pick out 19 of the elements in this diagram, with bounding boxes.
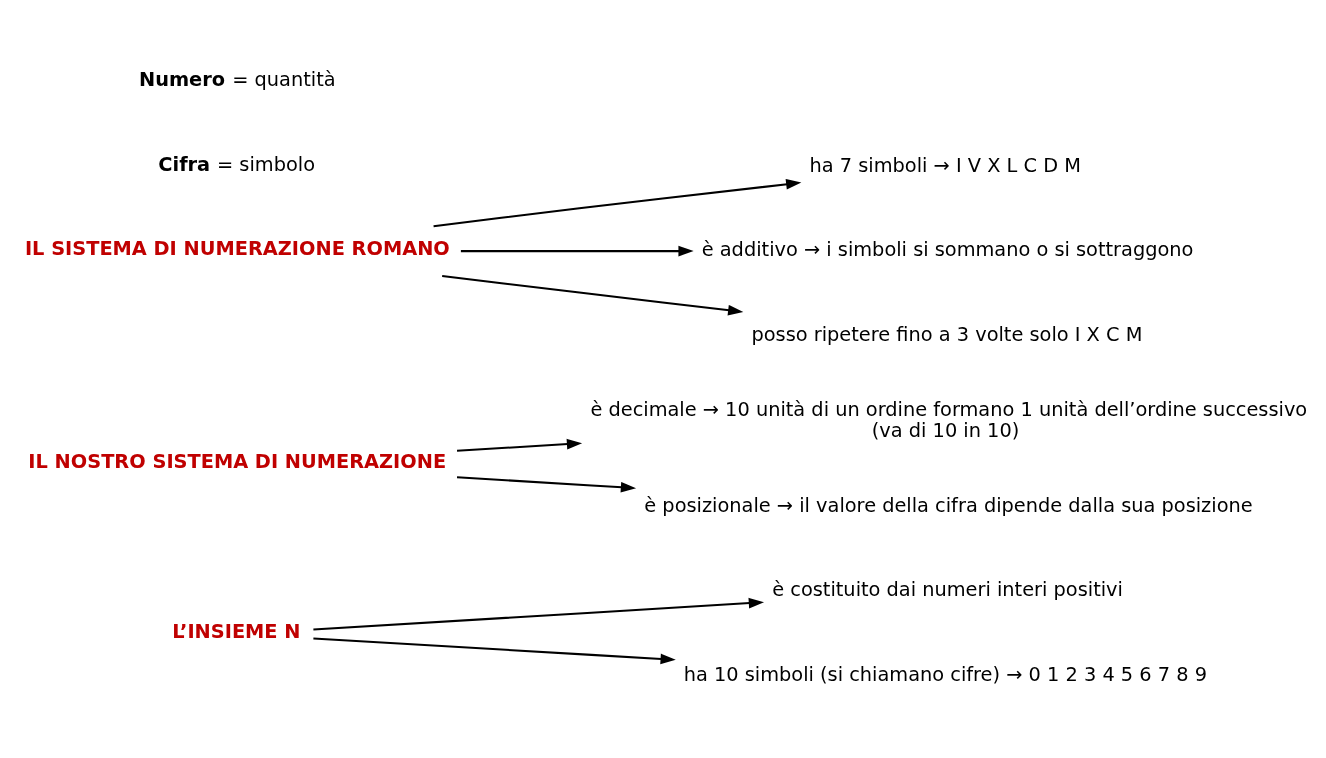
arrow — [433, 179, 802, 228]
node-text: è decimale → 10 unità di un ordine formano 1 unità dell’ordine successivo (va di 10 in 10) — [590, 397, 1308, 442]
node-text: ha 7 simboli → I V X L C D M — [809, 153, 1081, 177]
node-text: IL SISTEMA DI NUMERAZIONE ROMANO — [24, 236, 450, 260]
label: Numero = quantità — [138, 68, 336, 92]
arrow — [442, 275, 744, 316]
arrow — [313, 637, 676, 665]
label: Cifra = simbolo — [158, 152, 315, 176]
arrow — [460, 245, 694, 257]
node-text: è costituito dai numeri interi positivi — [772, 578, 1123, 602]
node-text: ha 10 simboli (si chiamano cifre) → 0 1 2 3 4 5 6 7 8 9 — [683, 662, 1208, 686]
node-text: posso ripetere fino a 3 volte solo I X C M — [751, 322, 1143, 346]
arrow — [313, 597, 764, 631]
arrow — [456, 438, 583, 452]
arrow — [456, 476, 637, 493]
node-text: L’INSIEME N — [172, 619, 301, 643]
node-text: IL NOSTRO SISTEMA DI NUMERAZIONE — [28, 449, 447, 473]
node-text: è posizionale → il valore della cifra dipende dalla sua posizione — [644, 494, 1253, 518]
node-text: è additivo → i simboli si sommano o si sottraggono — [701, 238, 1194, 262]
